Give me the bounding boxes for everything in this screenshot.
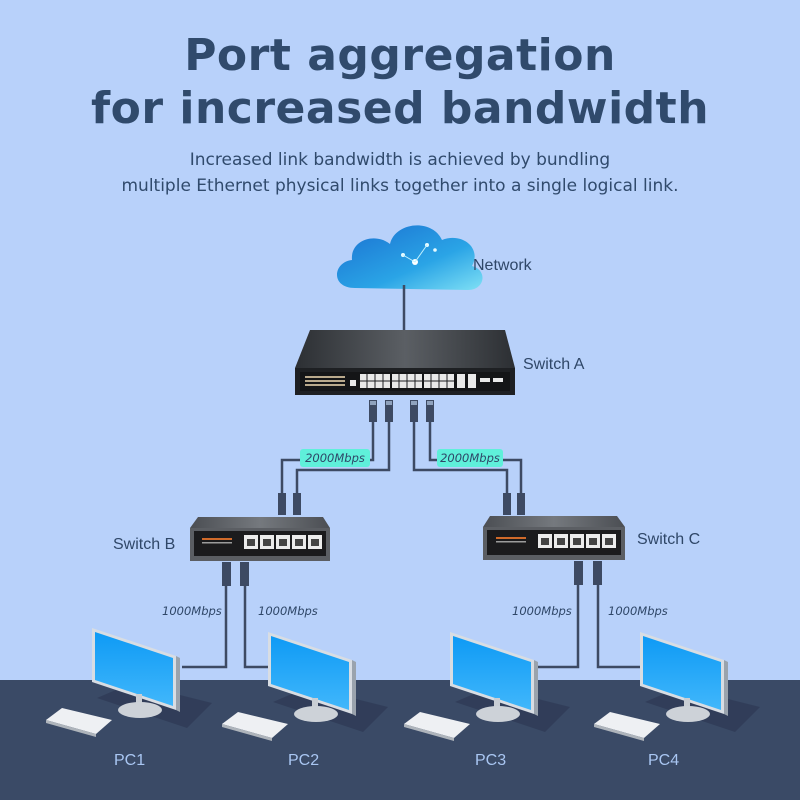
pc2-link-speed: 1000Mbps bbox=[258, 604, 318, 618]
switch-c-device bbox=[483, 516, 625, 560]
switch-a-device bbox=[295, 330, 515, 395]
pc1-link-speed: 1000Mbps bbox=[162, 604, 222, 618]
switch-bc-uplink-connectors bbox=[278, 493, 525, 515]
page-title-line2: for increased bandwidth bbox=[90, 83, 710, 134]
pc-4-computer-icon bbox=[594, 632, 760, 741]
aggregated-link-speed-c: 2000Mbps bbox=[437, 449, 503, 467]
pc1-label: PC1 bbox=[114, 752, 146, 769]
switch-b-label: Switch B bbox=[113, 536, 176, 553]
page-title-line1: Port aggregation bbox=[184, 30, 616, 81]
pc2-label: PC2 bbox=[288, 752, 320, 769]
pc4-label: PC4 bbox=[648, 752, 680, 769]
switch-a-connectors bbox=[369, 400, 434, 422]
pc-3-computer-icon bbox=[404, 632, 570, 741]
pc-1-computer-icon bbox=[46, 628, 212, 737]
switch-b-device bbox=[190, 517, 330, 561]
pc-2-computer-icon bbox=[222, 632, 388, 741]
aggregated-link-speed-b: 2000Mbps bbox=[300, 449, 370, 467]
pc3-link-speed: 1000Mbps bbox=[512, 604, 572, 618]
subtitle-line1: Increased link bandwidth is achieved by … bbox=[189, 150, 611, 170]
pc-link-connectors bbox=[222, 561, 602, 586]
subtitle-line2: multiple Ethernet physical links togethe… bbox=[121, 176, 679, 196]
switch-a-label: Switch A bbox=[523, 356, 585, 373]
pc-cables bbox=[182, 585, 640, 669]
cloud-network-icon bbox=[337, 225, 483, 290]
network-label: Network bbox=[473, 257, 532, 274]
pc3-label: PC3 bbox=[475, 752, 507, 769]
switch-c-label: Switch C bbox=[637, 531, 701, 548]
pc4-link-speed: 1000Mbps bbox=[608, 604, 668, 618]
